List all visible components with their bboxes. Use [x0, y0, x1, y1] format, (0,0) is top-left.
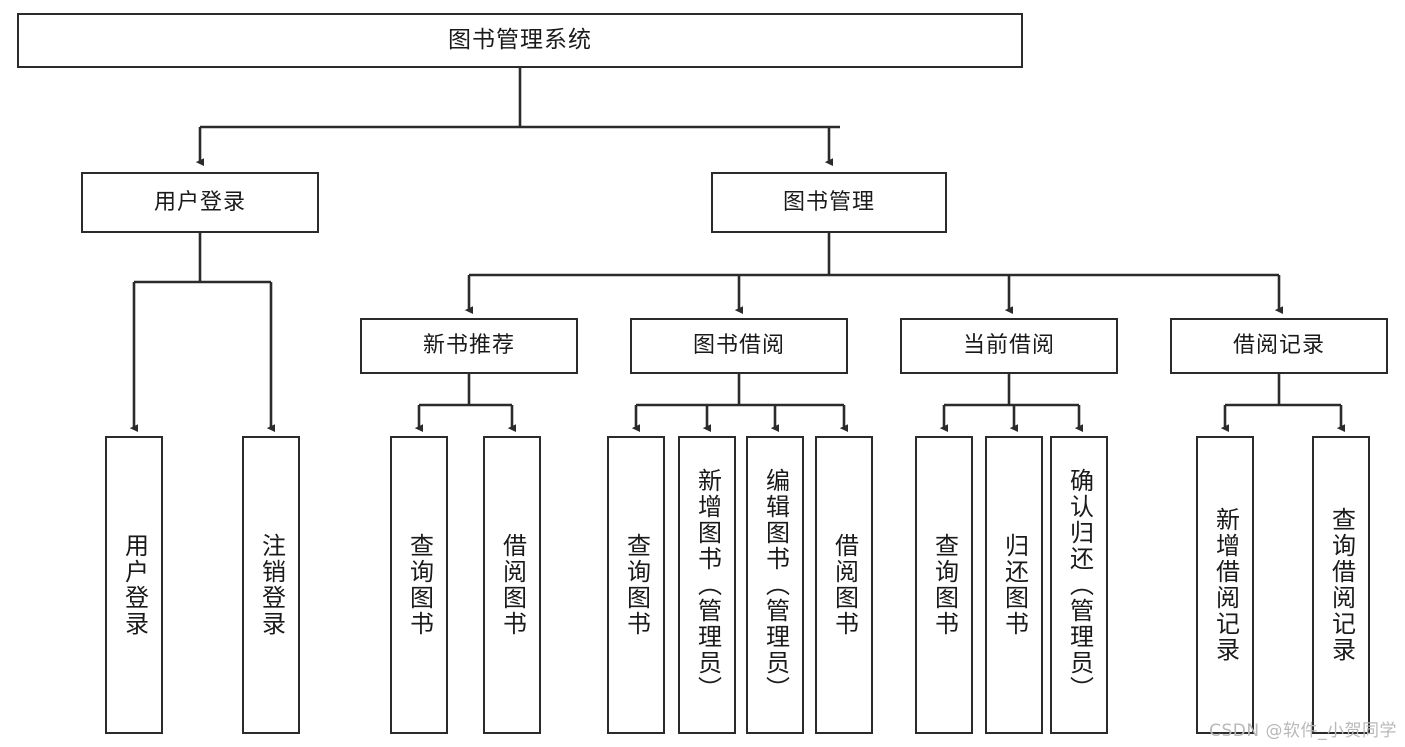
node-label: 借阅图书 [498, 533, 527, 637]
node-label: 编辑图书（管理员） [761, 468, 790, 702]
node-book-borrow[interactable]: 图书借阅 [630, 318, 848, 374]
leaf-book-borrow-query-book[interactable]: 查询图书 [607, 436, 665, 734]
node-new-book-recommend[interactable]: 新书推荐 [360, 318, 578, 374]
node-label: 当前借阅 [962, 333, 1055, 359]
leaf-book-borrow-edit-book-admin[interactable]: 编辑图书（管理员） [746, 436, 804, 734]
node-label: 图书管理系统 [448, 26, 592, 53]
node-user-login[interactable]: 用户登录 [81, 172, 319, 233]
leaf-new-book-query-book[interactable]: 查询图书 [390, 436, 448, 734]
leaf-book-borrow-borrow-book[interactable]: 借阅图书 [815, 436, 873, 734]
leaf-current-borrow-return-book[interactable]: 归还图书 [985, 436, 1043, 734]
node-label: 查询借阅记录 [1327, 507, 1356, 663]
node-label: 新增借阅记录 [1211, 507, 1240, 663]
node-label: 确认归还（管理员） [1065, 468, 1094, 702]
node-label: 用户登录 [153, 189, 246, 215]
leaf-borrow-record-add-record[interactable]: 新增借阅记录 [1196, 436, 1254, 734]
node-label: 用户登录 [120, 533, 149, 637]
leaf-book-borrow-add-book-admin[interactable]: 新增图书（管理员） [678, 436, 736, 734]
node-label: 图书管理 [782, 189, 875, 215]
node-book-management[interactable]: 图书管理 [711, 172, 947, 233]
leaf-borrow-record-query-record[interactable]: 查询借阅记录 [1312, 436, 1370, 734]
node-label: 查询图书 [405, 533, 434, 637]
node-borrow-record[interactable]: 借阅记录 [1170, 318, 1388, 374]
leaf-user-login-logout[interactable]: 注销登录 [242, 436, 300, 734]
node-label: 归还图书 [1000, 533, 1029, 637]
leaf-current-borrow-query-book[interactable]: 查询图书 [915, 436, 973, 734]
leaf-current-borrow-confirm-return-admin[interactable]: 确认归还（管理员） [1050, 436, 1108, 734]
node-label: 借阅图书 [830, 533, 859, 637]
watermark: CSDN @软件_小贺同学 [1209, 721, 1397, 741]
node-label: 新书推荐 [422, 333, 515, 359]
node-current-borrow[interactable]: 当前借阅 [900, 318, 1118, 374]
node-label: 注销登录 [257, 533, 286, 637]
node-root-book-management-system[interactable]: 图书管理系统 [17, 13, 1023, 68]
node-label: 图书借阅 [692, 333, 785, 359]
node-label: 查询图书 [622, 533, 651, 637]
node-label: 新增图书（管理员） [693, 468, 722, 702]
leaf-user-login-login[interactable]: 用户登录 [105, 436, 163, 734]
leaf-new-book-borrow-book[interactable]: 借阅图书 [483, 436, 541, 734]
node-label: 查询图书 [930, 533, 959, 637]
node-label: 借阅记录 [1232, 333, 1325, 359]
